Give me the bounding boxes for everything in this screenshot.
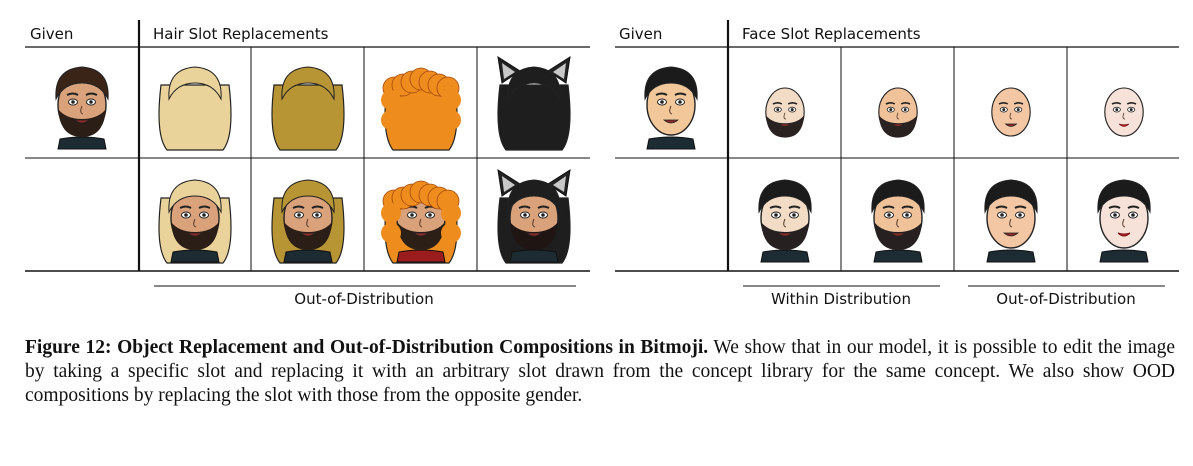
caption-label: Figure 12: Object Replacement and Out-of…	[25, 337, 709, 358]
hair-slot-only-avatar	[271, 66, 345, 151]
left-panel-grid	[25, 20, 590, 272]
right-ood-label: Out-of-Distribution	[996, 290, 1135, 308]
face-replaced-avatar	[758, 179, 812, 263]
face-slot-title: Face Slot Replacements	[742, 25, 921, 43]
right-panel-grid	[615, 20, 1179, 272]
left-ood-label: Out-of-Distribution	[294, 290, 433, 308]
face-replaced-avatar	[984, 179, 1038, 263]
within-distribution-label: Within Distribution	[771, 290, 911, 308]
figure-caption: Figure 12: Object Replacement and Out-of…	[25, 336, 1175, 408]
hair-replaced-avatar	[158, 179, 232, 264]
hair-replaced-avatar	[381, 180, 461, 264]
hair-slot-only-avatar	[381, 67, 461, 151]
hair-slot-only-avatar	[158, 66, 232, 151]
hair-slot-only-avatar	[497, 55, 571, 151]
face-slot-only-avatar	[991, 87, 1031, 137]
right-given-header: Given	[619, 25, 662, 43]
face-replaced-avatar	[1097, 179, 1151, 263]
hair-replaced-avatar	[497, 168, 571, 264]
face-slot-only-avatar	[878, 87, 918, 138]
caption-text: We show that in our model, it is possibl…	[25, 337, 1175, 406]
hair-replaced-avatar	[271, 179, 345, 264]
given-avatar-face	[644, 66, 698, 150]
face-slot-only-avatar	[1104, 87, 1144, 137]
avatar-layer	[55, 55, 1151, 264]
face-slot-only-avatar	[765, 87, 805, 138]
face-replaced-avatar	[871, 179, 925, 263]
hair-slot-title: Hair Slot Replacements	[153, 25, 329, 43]
left-given-header: Given	[30, 25, 73, 43]
given-avatar-hair	[55, 66, 109, 150]
